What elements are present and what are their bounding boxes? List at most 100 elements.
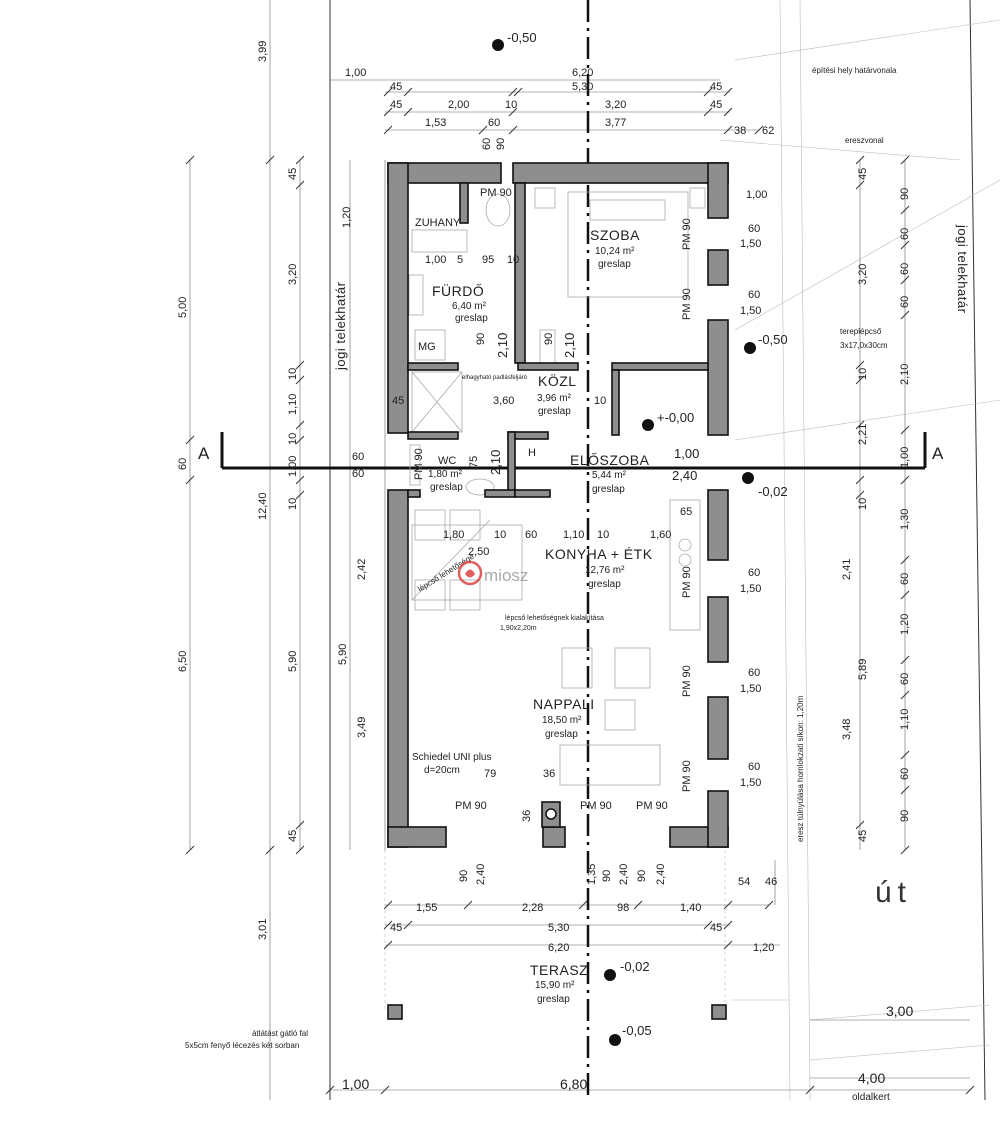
label-ut: út <box>875 876 912 909</box>
dim-win-60d: 60 <box>748 667 760 679</box>
dim-chimney-79: 79 <box>484 768 496 780</box>
dim-kitchen-60: 60 <box>525 529 537 541</box>
dim-chimney-36a: 36 <box>543 768 555 780</box>
dim-top-wall-l2: 45 <box>390 99 402 111</box>
dim-win-150e: 1,50 <box>740 777 761 789</box>
dim-win-150d: 1,50 <box>740 683 761 695</box>
level-symbol-icon <box>742 472 754 484</box>
dim-col-60c: 60 <box>899 296 911 308</box>
dim-entry-100: 1,00 <box>674 446 699 461</box>
dim-bath-5: 5 <box>457 254 463 266</box>
dim-top-wall-r1: 45 <box>710 81 722 93</box>
room-floor-szoba: greslap <box>598 259 631 270</box>
dim-top-38: 38 <box>734 125 746 137</box>
dim-wc-210: 2,10 <box>488 450 503 475</box>
dim-win-100: 1,00 <box>746 189 767 201</box>
dim-left-10b: 10 <box>287 433 299 445</box>
dim-outer-60a: 60 <box>352 451 364 463</box>
dim-bottom-240a: 2,40 <box>475 864 487 885</box>
dim-col-60e: 60 <box>899 673 911 685</box>
room-name-furdo: FÜRDŐ <box>432 282 484 299</box>
room-floor-nappali: greslap <box>545 729 578 740</box>
room-name-eloszoba: ELŐSZOBA <box>570 452 650 468</box>
dim-bottom-120: 1,20 <box>753 942 774 954</box>
level-top: -0,50 <box>507 30 537 45</box>
room-name-terasz: TERASZ <box>530 962 588 978</box>
level-bottom: -0,05 <box>622 1023 652 1038</box>
dim-entry-240: 2,40 <box>672 468 697 483</box>
level-symbol-icon <box>609 1034 621 1046</box>
dim-win-150b: 1,50 <box>740 305 761 317</box>
label-ereszvonal: ereszvonal <box>845 136 884 145</box>
level-symbol-icon <box>744 342 756 354</box>
dim-door-90: 90 <box>495 138 507 150</box>
dim-right-45b: 45 <box>857 830 869 842</box>
room-floor-konyha: greslap <box>588 579 621 590</box>
dim-col-120: 1,20 <box>899 614 911 635</box>
dim-door-room-90: 90 <box>543 333 555 345</box>
room-name-szoba: SZOBA <box>590 227 640 243</box>
label-epitesi-hely: építési hely határvonala <box>812 66 897 75</box>
label-jogi-telekhatar-left: jogi telekhatár <box>333 281 348 371</box>
dim-bottom-54: 54 <box>738 876 750 888</box>
room-area-furdo: 6,40 m² <box>452 301 487 312</box>
dim-door-60: 60 <box>481 138 493 150</box>
dim-col-60a: 60 <box>899 228 911 240</box>
dim-kitchen-10b: 10 <box>597 529 609 541</box>
dim-left-242: 2,42 <box>356 559 368 580</box>
building-zone-line <box>799 0 811 1101</box>
miosz-logo: miosz <box>457 560 528 586</box>
room-floor-eloszoba: greslap <box>592 484 625 495</box>
dim-right-348: 3,48 <box>841 719 853 740</box>
dim-win-60c: 60 <box>748 567 760 579</box>
dim-bottom-90c: 90 <box>636 870 648 882</box>
logo-text: miosz <box>484 566 528 585</box>
window-label-pm90: PM 90 <box>681 288 693 320</box>
label-atlatast-2: 5x5cm fenyő lécezés két sorban <box>185 1041 299 1050</box>
dim-kitchen-180: 1,80 <box>443 529 464 541</box>
dim-outer-60b: 60 <box>352 468 364 480</box>
dim-kozl-45: 45 <box>392 395 404 407</box>
room-name-mg: MG <box>418 341 436 353</box>
room-area-wc: 1,80 m² <box>428 469 463 480</box>
dim-left-500: 5,00 <box>177 297 189 318</box>
dim-top-320: 3,20 <box>605 99 626 111</box>
dim-left-650: 6,50 <box>177 651 189 672</box>
dim-left-45b: 45 <box>287 830 299 842</box>
dim-bottom-98: 98 <box>617 902 629 914</box>
door-label-pm90: PM 90 <box>413 448 425 480</box>
window-label-pm90: PM 90 <box>636 800 668 812</box>
room-area-konyha: 12,76 m² <box>585 565 625 576</box>
dim-win-60a: 60 <box>748 223 760 235</box>
level-right: -0,50 <box>758 332 788 347</box>
dim-top-inner: 5,30 <box>572 81 593 93</box>
room-area-eloszoba: 5,44 m² <box>592 470 627 481</box>
window-label-pm90: PM 90 <box>580 800 612 812</box>
label-lepcso-kialakitas: lépcső lehetőségnek kialakítása <box>505 615 604 622</box>
room-floor-furdo: greslap <box>455 313 488 324</box>
dim-left-399: 3,99 <box>257 41 269 62</box>
room-area-kozl: 3,96 m² <box>537 393 572 404</box>
dim-bottom-100: 1,00 <box>342 1076 369 1092</box>
dim-right-241: 2,41 <box>841 559 853 580</box>
dim-top-200: 2,00 <box>448 99 469 111</box>
dim-right-10b: 10 <box>857 498 869 510</box>
room-area-szoba: 10,24 m² <box>595 246 635 257</box>
dim-col-60b: 60 <box>899 263 911 275</box>
dim-right-589: 5,89 <box>857 659 869 680</box>
level-entry: +-0,00 <box>657 410 694 425</box>
dim-chimney-36b: 36 <box>521 810 533 822</box>
section-label-left: A <box>198 444 210 463</box>
dim-top-153: 1,53 <box>425 117 446 129</box>
label-schiedel-d: d=20cm <box>424 765 460 776</box>
dim-left-60: 60 <box>177 458 189 470</box>
dimension-lines <box>189 0 970 1100</box>
label-schiedel: Schiedel UNI plus <box>412 752 491 763</box>
room-floor-wc: greslap <box>430 482 463 493</box>
dim-door-bath-90: 90 <box>475 333 487 345</box>
dim-col-130: 1,30 <box>899 509 911 530</box>
dim-kitchen-250: 2,50 <box>468 546 489 558</box>
dim-bath-10: 10 <box>507 254 519 266</box>
window-label-pm90: PM 90 <box>681 665 693 697</box>
dim-left-301: 3,01 <box>257 919 269 940</box>
